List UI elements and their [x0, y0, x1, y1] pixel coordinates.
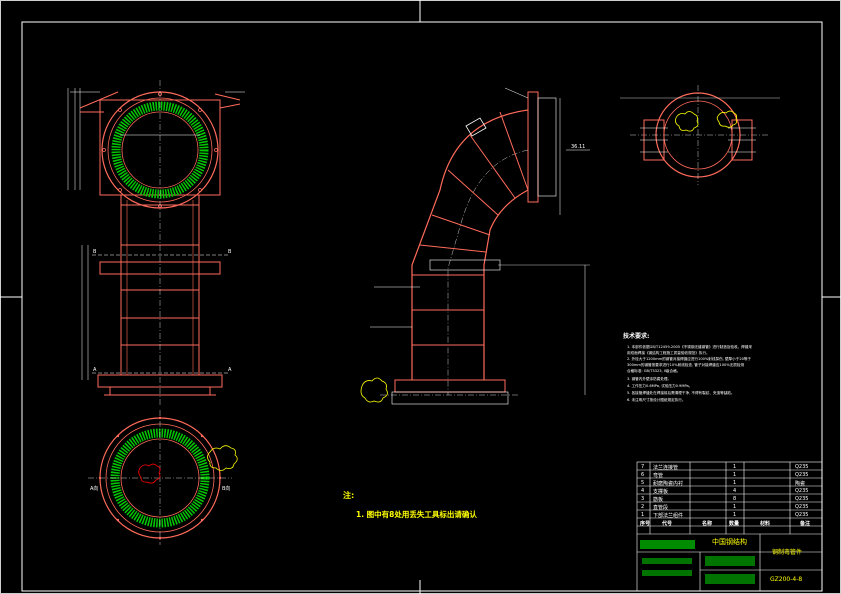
tech-requirements-title: 技术要求: [623, 333, 650, 340]
part-no: 3 [641, 496, 645, 502]
section-b-label: B [93, 249, 97, 255]
drawing-number: GZ200-4-8 [770, 576, 803, 583]
svg-text:A: A [228, 367, 232, 373]
part-qty: 1 [733, 480, 737, 486]
drawing-name: 钢制弯管件 [772, 549, 803, 556]
tech-requirement-line: 3. 钢管内外壁涂防腐处理。 [627, 377, 672, 381]
svg-text:A: A [93, 367, 97, 373]
part-name: 耐磨陶瓷内衬 [653, 481, 684, 487]
tech-requirement-line: 4. 工作压力0.6MPa, 试验压力0.9MPa。 [627, 384, 693, 388]
tech-requirement-line: 300mm的钢管按要求进行10%射线检查, 管子对接焊缝应100%无损检测 [627, 363, 745, 367]
part-qty: 1 [733, 504, 737, 510]
side-view-elbow: 36.11 [360, 87, 590, 405]
part-name: 直管段 [653, 505, 669, 511]
part-qty: 8 [733, 496, 737, 502]
title-block [636, 461, 823, 592]
part-no: 6 [641, 472, 645, 478]
part-material: Q235 [795, 488, 809, 494]
part-qty: 4 [733, 488, 737, 494]
part-name: 筋板 [653, 497, 664, 503]
tech-requirement-line: 2. 外径大于1200mm的钢管对接焊缝应进行100%射线探伤, 壁厚小于20等… [627, 357, 752, 361]
header-col: 序号 [640, 521, 651, 527]
part-no: 2 [641, 504, 645, 510]
header-col: 代号 [662, 521, 673, 527]
part-name: 下部法兰组件 [653, 513, 684, 519]
part-qty: 1 [733, 464, 737, 470]
tech-requirement-line: 5. 各接管焊缝处在焊接前后需清理干净, 不得有裂纹、夹渣等缺陷。 [627, 391, 735, 395]
part-no: 7 [641, 464, 645, 470]
view-a-label: A向 [90, 485, 98, 492]
header-col: 名称 [702, 521, 713, 527]
header-col: 材料 [760, 521, 771, 527]
part-material: Q235 [795, 512, 809, 518]
part-qty: 1 [733, 472, 737, 478]
revision-cloud[interactable] [207, 445, 238, 471]
part-name: 支撑板 [653, 489, 669, 495]
part-no: 5 [641, 480, 645, 486]
part-name: 法兰连接管 [653, 465, 679, 471]
part-material: Q235 [795, 464, 809, 470]
notes-title: 注: [343, 491, 355, 500]
section-view [620, 85, 780, 185]
part-material: Q235 [795, 496, 809, 502]
svg-text:B: B [228, 249, 232, 255]
view-b-label: B向 [222, 485, 230, 492]
elevation-label: 36.11 [571, 144, 585, 150]
part-no: 4 [641, 488, 645, 494]
part-material: Q235 [795, 504, 809, 510]
title-block-green-cells [640, 540, 755, 584]
tech-requirement-line: 6. 未注明尺寸按设计图纸规定执行。 [627, 398, 686, 402]
tech-requirement-line: 合格标准: GB/T3323, II级合格。 [627, 369, 681, 373]
header-col: 备注 [800, 521, 811, 527]
part-name: 弯管 [653, 473, 664, 479]
tech-requirement-line: 用双面焊接《钢结构工程施工质量验收规范》执行。 [627, 351, 710, 355]
part-qty: 1 [733, 512, 737, 518]
sheet-border-inner [21, 21, 823, 592]
header-col: 数量 [729, 521, 740, 527]
front-view: B B A A [67, 80, 245, 405]
part-no: 1 [641, 512, 645, 518]
plan-view: A向 B向 [88, 410, 238, 545]
tech-requirement-line: 1. 本部件依据GB/T12459-2005《不锈钢无缝钢管》进行制造及验收。焊… [627, 345, 752, 349]
part-material: Q235 [795, 472, 809, 478]
project-name: 中国钢结构 [712, 538, 747, 546]
notes-line-1: 1. 图中有8处用丢失工具标出请确认 [356, 510, 477, 519]
part-material: 陶瓷 [795, 481, 806, 487]
